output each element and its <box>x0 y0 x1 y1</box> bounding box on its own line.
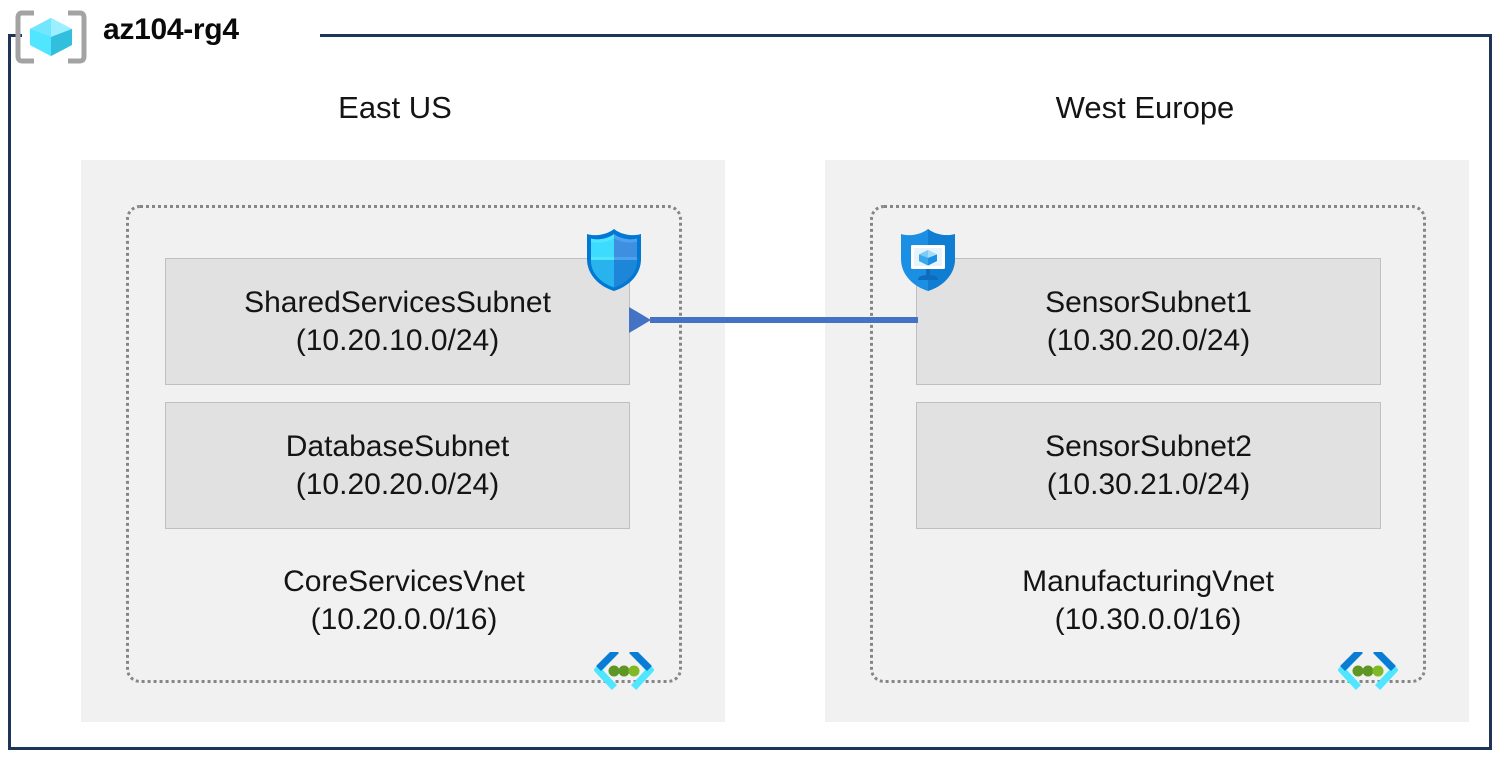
frame-top-right-segment <box>320 34 1492 37</box>
resource-group-cube-icon <box>14 10 88 64</box>
vnet-label-core-services: CoreServicesVnet (10.20.0.0/16) <box>126 563 682 639</box>
region-label-east-us: East US <box>338 90 452 125</box>
resource-group-title: az104-rg4 <box>103 13 239 46</box>
subnet-cidr: (10.20.20.0/24) <box>295 467 500 501</box>
subnet-cidr: (10.20.10.0/24) <box>295 323 500 357</box>
vnet-peering-arrow-head <box>629 307 651 333</box>
subnet-cidr: (10.30.21.0/24) <box>1046 467 1251 501</box>
subnet-name: SensorSubnet1 <box>1045 285 1252 319</box>
virtual-network-icon-core-services[interactable] <box>593 648 655 690</box>
vnet-box-core-services <box>126 205 682 683</box>
vnet-box-manufacturing <box>870 205 1426 683</box>
vnet-cidr: (10.20.0.0/16) <box>310 603 498 637</box>
subnet-name: SharedServicesSubnet <box>244 285 551 319</box>
subnet-database[interactable]: DatabaseSubnet (10.20.20.0/24) <box>165 402 630 529</box>
bastion-shield-monitor-icon[interactable] <box>897 227 959 293</box>
network-security-group-shield-icon[interactable] <box>583 227 645 293</box>
resource-group-frame <box>8 36 1492 750</box>
subnet-name: DatabaseSubnet <box>285 429 510 463</box>
subnet-shared-services[interactable]: SharedServicesSubnet (10.20.10.0/24) <box>165 258 630 385</box>
subnet-cidr: (10.30.20.0/24) <box>1046 323 1251 357</box>
vnet-name: CoreServicesVnet <box>283 565 525 598</box>
vnet-cidr: (10.30.0.0/16) <box>1054 603 1242 637</box>
virtual-network-icon-manufacturing[interactable] <box>1337 648 1399 690</box>
vnet-name: ManufacturingVnet <box>1022 565 1274 598</box>
frame-top-left-segment <box>8 34 22 37</box>
subnet-sensor-2[interactable]: SensorSubnet2 (10.30.21.0/24) <box>916 402 1381 529</box>
subnet-sensor-1[interactable]: SensorSubnet1 (10.30.20.0/24) <box>916 258 1381 385</box>
vnet-label-manufacturing: ManufacturingVnet (10.30.0.0/16) <box>870 563 1426 639</box>
region-label-west-europe: West Europe <box>1055 90 1235 125</box>
vnet-peering-arrow-line[interactable] <box>650 317 918 323</box>
subnet-name: SensorSubnet2 <box>1045 429 1252 463</box>
